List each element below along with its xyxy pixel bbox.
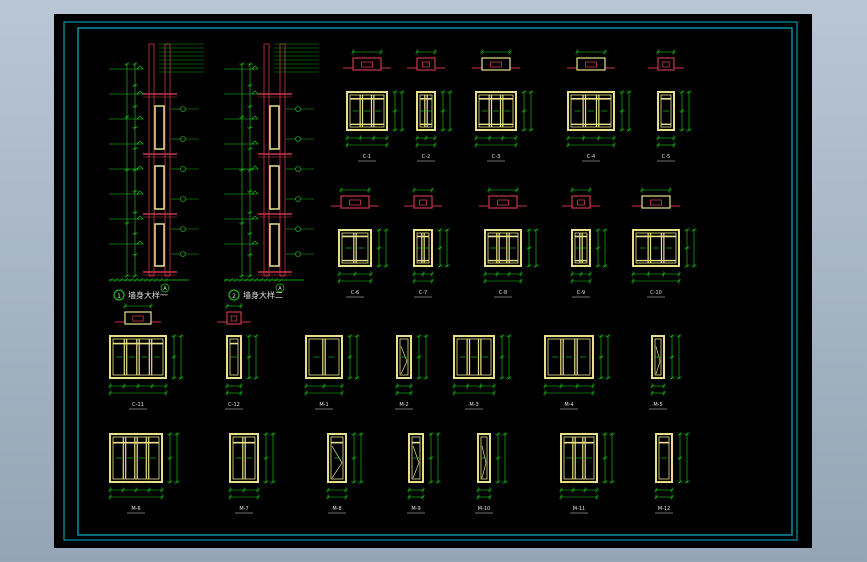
window-elevation: C-8 [483, 228, 539, 298]
wall-section-left: A [108, 43, 204, 293]
sheet-inner-border [77, 27, 793, 536]
window-elevation: M-8 [326, 432, 364, 514]
window-elevation: C-10 [631, 228, 697, 298]
lintel-section [479, 187, 527, 209]
window-elevation: M-9 [407, 432, 441, 514]
window-elevation: M-11 [559, 432, 615, 514]
wall-section-right-title: 2 墙身大样二 [228, 289, 283, 301]
window-elevation: M-12 [654, 432, 690, 514]
window-elevation: C-4 [566, 90, 632, 162]
window-elevation: C-12 [225, 334, 259, 410]
window-elevations-row-2: C-6 C-7 C-8 C-9 C-10 [331, 187, 697, 298]
window-label: C-5 [662, 154, 670, 160]
lintel-section [217, 303, 251, 325]
window-elevation: M-2 [395, 334, 429, 410]
axis-bubble-label: A [278, 286, 282, 292]
window-label: M-2 [399, 402, 408, 408]
wall-section-right: A [223, 43, 319, 293]
window-label: C-2 [422, 154, 430, 160]
lintel-section [407, 49, 445, 71]
window-label: M-10 [478, 506, 490, 512]
window-label: M-9 [411, 506, 420, 512]
door-elevations-row-1: C-11 C-12 M-1 M-2 M-3 M-4 M-5 [108, 303, 682, 410]
window-label: C-6 [351, 290, 359, 296]
window-elevation: M-5 [649, 334, 682, 410]
lintel-section [115, 303, 161, 325]
detail-bubble-number: 1 [117, 293, 121, 300]
window-label: C-10 [650, 290, 662, 296]
window-label: C-9 [577, 290, 585, 296]
window-label: M-7 [239, 506, 248, 512]
window-label: C-3 [492, 154, 500, 160]
window-label: M-12 [658, 506, 670, 512]
window-label: C-4 [587, 154, 595, 160]
window-elevation: M-7 [228, 432, 276, 514]
window-label: C-8 [499, 290, 507, 296]
window-elevation: C-7 [412, 228, 450, 298]
window-label: C-12 [228, 402, 240, 408]
lintel-section [472, 49, 520, 71]
lintel-section [648, 49, 684, 71]
lintel-section [562, 187, 600, 209]
window-label: M-11 [573, 506, 585, 512]
window-label: M-4 [564, 402, 573, 408]
window-elevation: M-1 [304, 334, 360, 410]
door-elevations-row-2: M-6 M-7 M-8 M-9 M-10 M-11 M-12 [108, 432, 690, 514]
detail-title: 墙身大样一 [128, 290, 168, 300]
lintel-section [343, 49, 391, 71]
window-label: C-1 [363, 154, 371, 160]
sheet-outer-border [63, 21, 798, 541]
window-label: M-6 [131, 506, 140, 512]
detail-title: 墙身大样二 [243, 290, 283, 300]
window-elevation: M-10 [475, 432, 508, 514]
lintel-section [404, 187, 442, 209]
detail-bubble-number: 2 [232, 293, 236, 300]
lintel-section [632, 187, 680, 209]
lintel-section [567, 49, 615, 71]
window-elevation: C-5 [656, 90, 692, 162]
lintel-section [331, 187, 379, 209]
window-elevation: C-2 [415, 90, 453, 162]
window-label: M-3 [469, 402, 478, 408]
wall-section-left-title: 1 墙身大样一 [113, 289, 168, 301]
window-elevation: M-3 [452, 334, 512, 410]
axis-bubble-label: A [163, 286, 167, 292]
window-elevations-row-1: C-1 C-2 C-3 C-4 C-5 [343, 49, 692, 162]
window-label: M-8 [332, 506, 341, 512]
window-label: C-11 [132, 402, 144, 408]
window-label: M-5 [653, 402, 662, 408]
window-elevation: M-4 [543, 334, 611, 410]
window-elevation: C-3 [474, 90, 534, 162]
window-elevation: C-6 [337, 228, 389, 298]
window-label: M-1 [319, 402, 328, 408]
window-elevation: M-6 [108, 432, 180, 514]
window-elevation: C-1 [345, 90, 405, 162]
window-elevation: C-11 [108, 334, 184, 410]
window-label: C-7 [419, 290, 427, 296]
window-elevation: C-9 [570, 228, 608, 298]
